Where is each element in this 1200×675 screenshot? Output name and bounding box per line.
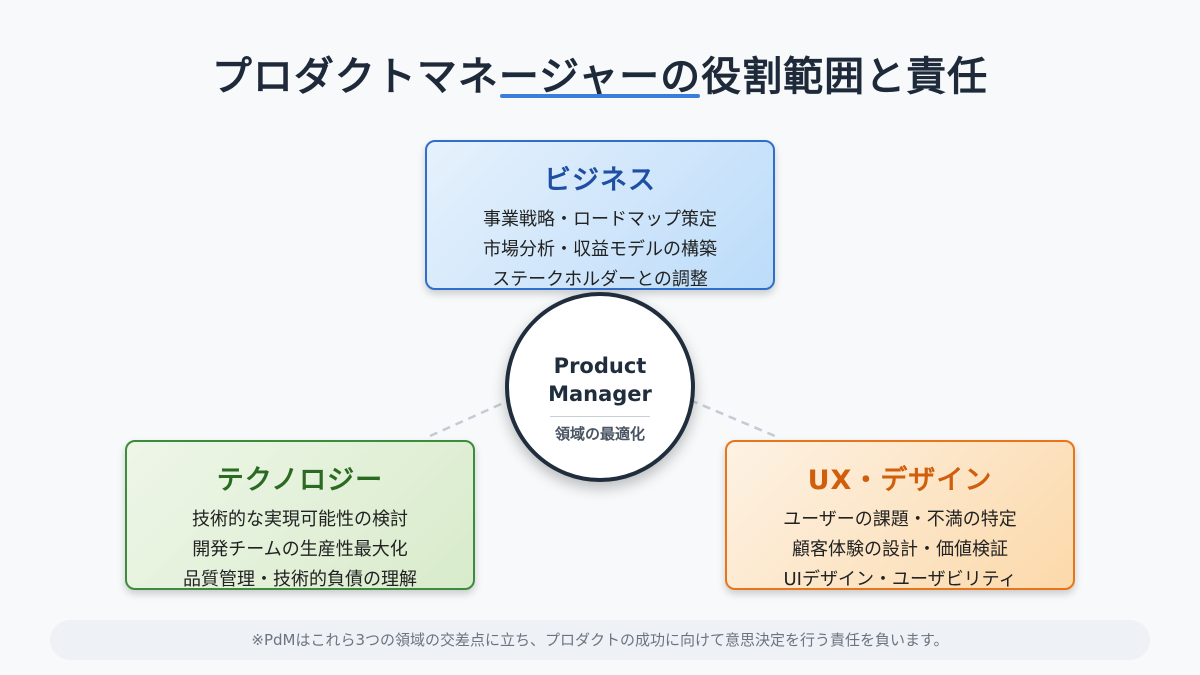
technology-lines: 技術的な実現可能性の検討 開発チームの生産性最大化 品質管理・技術的負債の理解 — [127, 505, 473, 595]
center-title-line1: Product — [553, 354, 647, 378]
technology-line: 品質管理・技術的負債の理解 — [183, 569, 417, 590]
title-underline — [500, 94, 700, 98]
technology-box: テクノロジー 技術的な実現可能性の検討 開発チームの生産性最大化 品質管理・技術… — [125, 440, 475, 590]
connector-left — [429, 398, 511, 438]
technology-line: 開発チームの生産性最大化 — [192, 539, 408, 560]
technology-title: テクノロジー — [216, 465, 384, 496]
technology-line: 技術的な実現可能性の検討 — [192, 509, 408, 530]
business-title: ビジネス — [544, 165, 656, 196]
ux-design-line: 顧客体験の設計・価値検証 — [792, 539, 1008, 560]
business-line: 市場分析・収益モデルの構築 — [483, 239, 717, 260]
business-line: 事業戦略・ロードマップ策定 — [483, 209, 717, 230]
center-title-line2: Manager — [548, 382, 652, 406]
ux-design-lines: ユーザーの課題・不満の特定 顧客体験の設計・価値検証 UIデザイン・ユーザビリテ… — [727, 505, 1073, 595]
business-line: ステークホルダーとの調整 — [492, 269, 708, 290]
business-box: ビジネス 事業戦略・ロードマップ策定 市場分析・収益モデルの構築 ステークホルダ… — [425, 140, 775, 290]
product-manager-circle: Product Manager 領域の最適化 — [505, 292, 695, 482]
ux-design-line: UIデザイン・ユーザビリティ — [783, 569, 1017, 590]
ux-design-title: UX・デザイン — [807, 465, 993, 496]
product-manager-label: Product Manager — [509, 352, 691, 408]
business-lines: 事業戦略・ロードマップ策定 市場分析・収益モデルの構築 ステークホルダーとの調整 — [427, 205, 773, 295]
page-title: プロダクトマネージャーの役割範囲と責任 — [211, 54, 989, 100]
connector-right — [689, 398, 776, 438]
ux-design-box: UX・デザイン ユーザーの課題・不満の特定 顧客体験の設計・価値検証 UIデザイ… — [725, 440, 1075, 590]
ux-design-line: ユーザーの課題・不満の特定 — [783, 509, 1017, 530]
footnote: ※PdMはこれら3つの領域の交差点に立ち、プロダクトの成功に向けて意思決定を行う… — [50, 620, 1150, 660]
center-divider — [550, 416, 650, 417]
center-subtitle: 領域の最適化 — [554, 425, 645, 443]
